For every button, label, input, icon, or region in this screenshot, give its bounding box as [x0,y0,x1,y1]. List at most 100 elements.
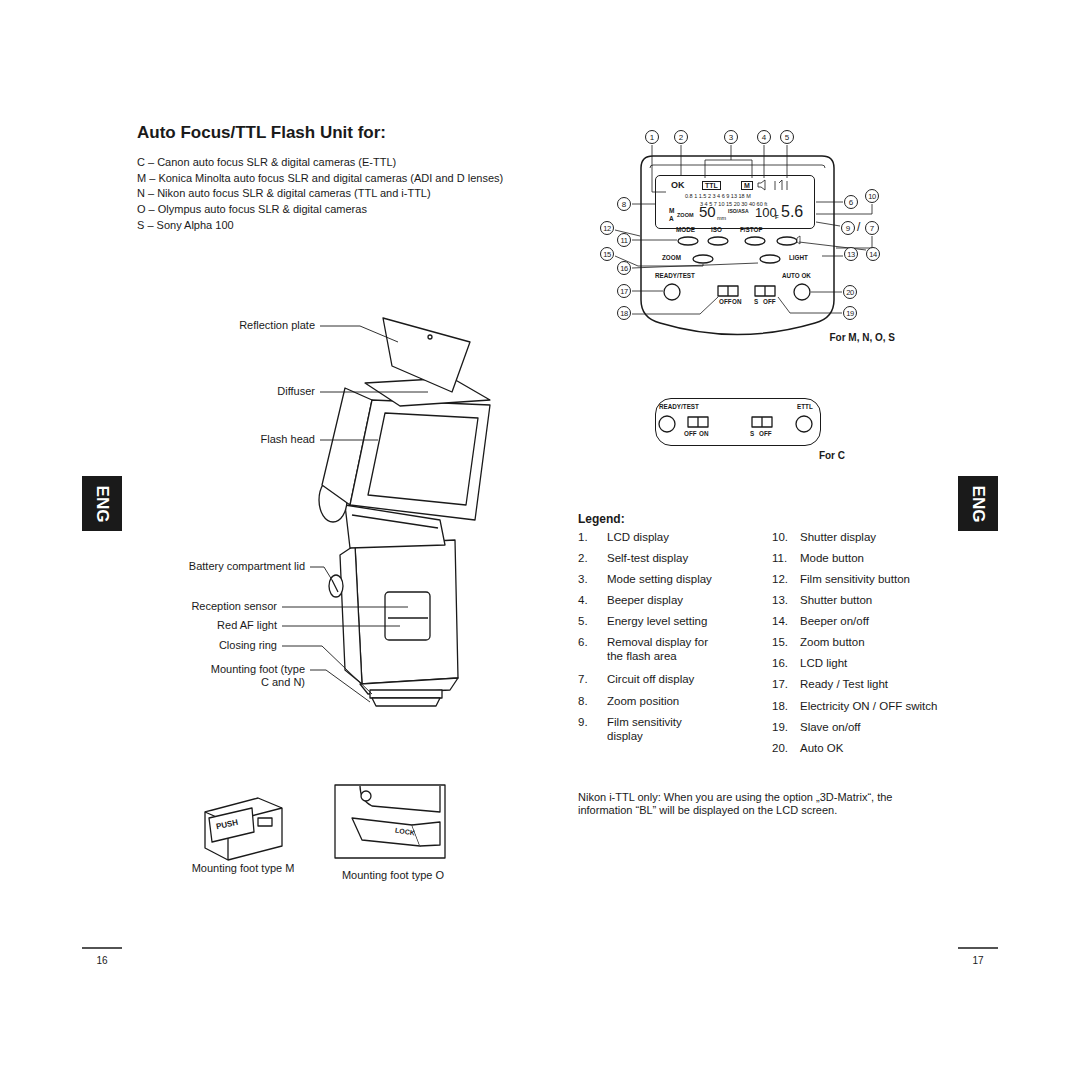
callout-number: 19 [843,306,857,320]
camera-line: C – Canon auto focus SLR & digital camer… [137,156,396,169]
control-label: READY/TEST [659,404,699,411]
callout-number: 13 [844,247,858,261]
control-label: ZOOM [662,255,681,262]
legend-number: 20. [772,742,788,756]
legend-text: Mode setting display [607,573,712,587]
control-label: OFF [759,431,772,438]
legend-text: Electricity ON / OFF switch [800,700,937,714]
control-label: MODE [676,227,695,234]
control-label: ISO [711,227,722,234]
legend-number: 10. [772,531,788,545]
lcd-text: OK [671,181,685,191]
camera-line: O – Olympus auto focus SLR & digital cam… [137,203,367,216]
legend-text: Circuit off display [607,673,694,687]
callout-number: 4 [757,130,771,144]
callout-number: 7 [865,221,879,235]
part-name: Closing ring [219,639,277,652]
lcd-text: 50 [699,204,716,221]
legend-number: 3. [578,573,588,587]
legend-text: Slave on/off [800,721,861,735]
control-label: OFF [763,299,776,306]
legend-number: 14. [772,615,788,629]
page-number: 16 [96,955,107,967]
legend-number: 4. [578,594,588,608]
tab-text: ENG [93,485,112,522]
legend-text: Shutter button [800,594,872,608]
language-tab: ENG [82,476,122,531]
part-name: Flash head [261,433,315,446]
legend-text: LCD display [607,531,669,545]
callout-number: 2 [674,130,688,144]
legend-number: 13. [772,594,788,608]
control-panel: READY/TESTETTLOFFONSOFF [655,398,821,446]
panel-caption: For M, N, O, S [829,332,895,344]
control-panel: OKTTLM0.8 1 1.5 2 3 4 6 9 13 18 M3 4 5 7… [640,155,836,341]
callout-number: 3 [724,130,738,144]
legend-text: Film sensitivity button [800,573,910,587]
control-label: READY/TEST [655,273,695,280]
legend-number: 15. [772,636,788,650]
callout-number: 18 [617,306,631,320]
legend-number: 18. [772,700,788,714]
legend-text: Zoom button [800,636,865,650]
callout-number: 16 [617,261,631,275]
legend-text: Shutter display [800,531,876,545]
figure-caption: Mounting foot type M [192,862,295,875]
control-label: S [754,299,758,306]
legend-text: LCD light [800,657,847,671]
legend-heading: Legend: [578,512,625,526]
separator: / [857,220,860,234]
page-rule [958,947,998,948]
legend-number: 7. [578,673,588,687]
language-tab: ENG [958,476,998,531]
callout-number: 1 [645,130,659,144]
part-name: Reflection plate [239,319,315,332]
callout-number: 14 [866,247,880,261]
callout-number: 12 [600,221,614,235]
callout-number: 20 [843,285,857,299]
control-label: LIGHT [789,255,808,262]
legend-text: Self-test display [607,552,688,566]
part-name: Mounting foot (type C and N) [210,663,305,689]
figure-caption: Mounting foot type O [342,869,444,882]
legend-text: Auto OK [800,742,843,756]
callout-number: 9 [841,221,855,235]
lcd-screen: OKTTLM0.8 1 1.5 2 3 4 6 9 13 18 M3 4 5 7… [655,175,815,229]
lcd-text: 0.8 1 1.5 2 3 4 6 9 13 18 M [685,193,751,199]
legend-number: 2. [578,552,588,566]
control-panel-c-parts [659,416,812,432]
lcd-text: 100 [755,206,777,220]
legend-text: Zoom position [607,695,679,709]
mounting-foot-m [205,798,282,860]
part-name: Diffuser [277,385,315,398]
control-label: S [750,431,754,438]
part-name: Red AF light [217,619,277,632]
callout-number: 15 [600,247,614,261]
callout-number: 5 [780,130,794,144]
legend-number: 6. [578,636,588,650]
control-label: OFF [719,299,732,306]
legend-number: 9. [578,716,588,730]
lcd-text: F [775,214,779,221]
camera-line: S – Sony Alpha 100 [137,219,234,232]
legend-number: 17. [772,678,788,692]
legend-number: 12. [772,573,788,587]
flash-unit [319,318,490,706]
legend-text: Beeper display [607,594,683,608]
legend-number: 1. [578,531,588,545]
control-label: ETTL [797,404,813,411]
page-number: 17 [972,955,983,967]
tab-text: ENG [969,485,988,522]
legend-number: 5. [578,615,588,629]
callout-number: 10 [865,189,879,203]
mounting-foot-o [335,785,445,858]
panel-outline [640,155,836,341]
lcd-text: M [741,181,753,190]
legend-text: Ready / Test light [800,678,888,692]
lcd-text: mm [717,215,726,221]
legend-text: Film sensitivity display [607,716,712,744]
legend-number: 16. [772,657,788,671]
lcd-text: ZOOM [677,212,694,218]
control-label: OFF [684,431,697,438]
control-label: AUTO OK [782,273,811,280]
